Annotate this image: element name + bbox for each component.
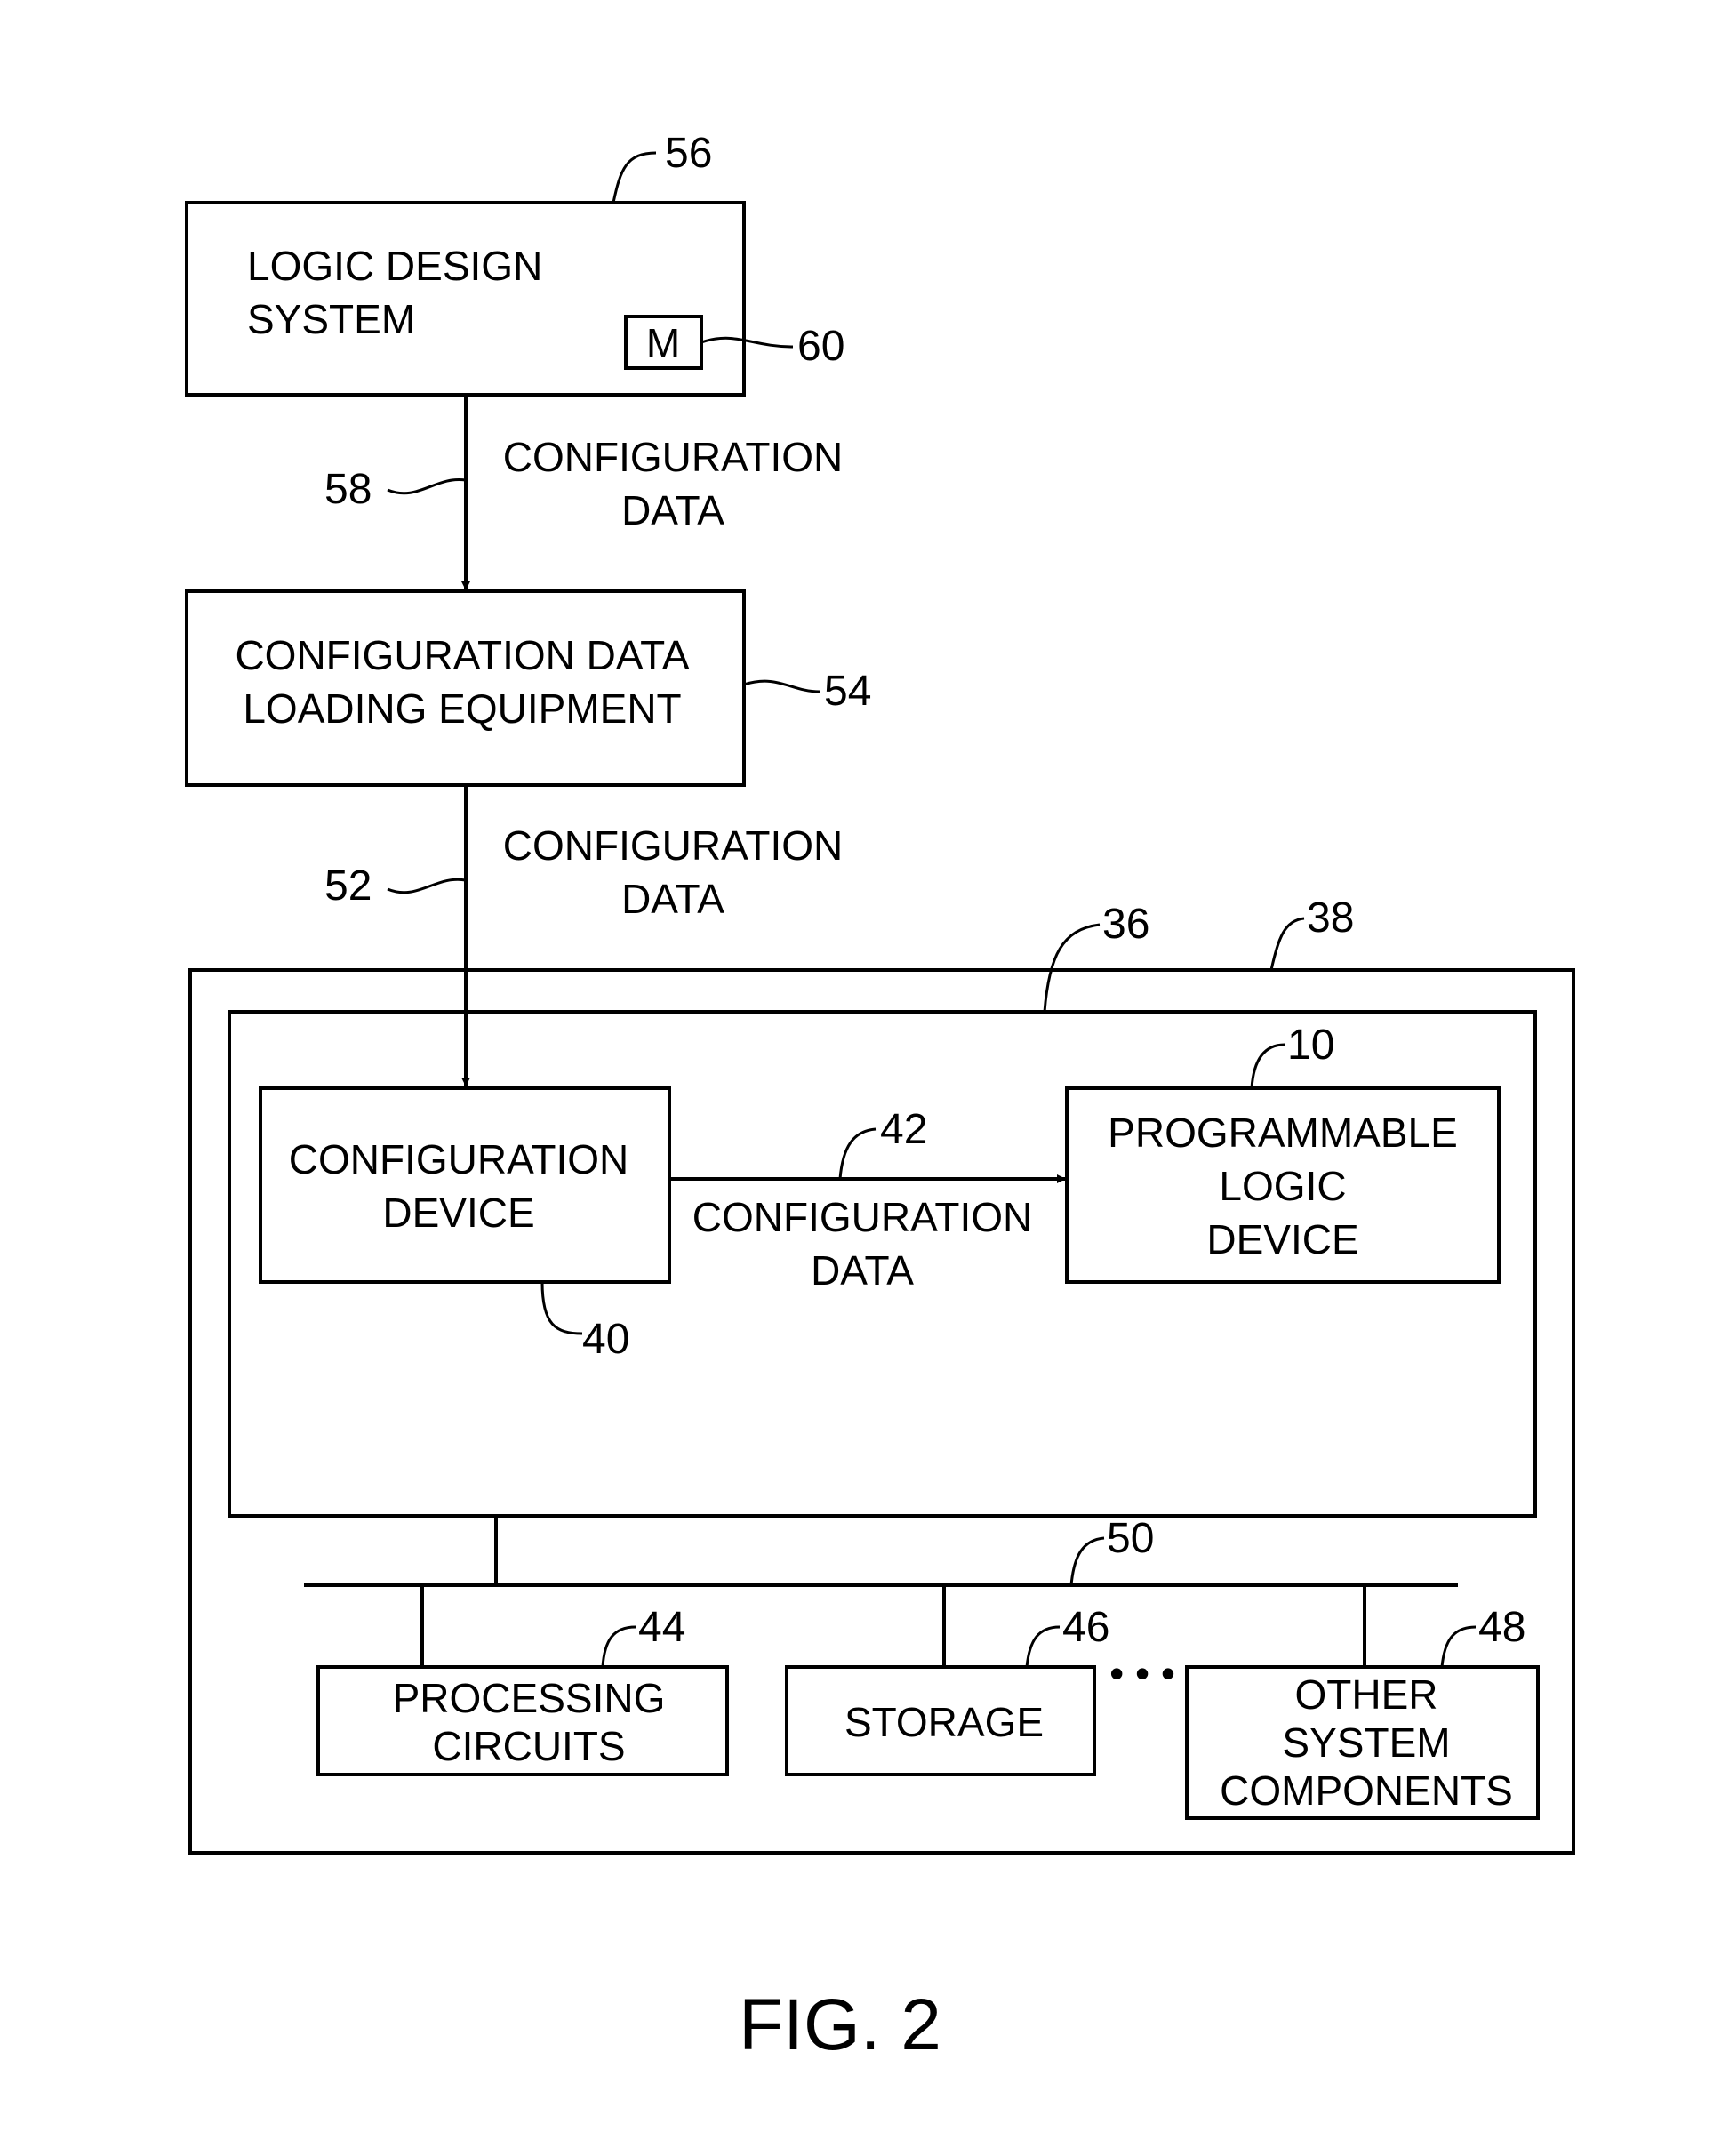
arrow-58-label-line2: DATA: [621, 487, 724, 533]
leader-line-48: [1442, 1627, 1476, 1667]
arrow-52-label-line2: DATA: [621, 876, 724, 922]
logic-design-system-label-line2: SYSTEM: [247, 296, 415, 342]
processing-circuits-label-line1: PROCESSING: [393, 1675, 666, 1721]
memory-label: M: [646, 320, 680, 366]
leader-line-38: [1271, 918, 1304, 970]
configuration-device-label-line2: DEVICE: [382, 1190, 534, 1236]
programmable-logic-device-box: PROGRAMMABLE LOGIC DEVICE: [1067, 1088, 1499, 1282]
loading-equipment-label-line1: CONFIGURATION DATA: [235, 632, 689, 678]
ref-number-40: 40: [582, 1316, 629, 1363]
leader-line-10: [1252, 1045, 1285, 1088]
leader-line-46: [1027, 1627, 1060, 1667]
other-system-components-box: OTHER SYSTEM COMPONENTS: [1187, 1667, 1538, 1818]
logic-design-system-label-line1: LOGIC DESIGN: [247, 243, 542, 289]
other-components-label-line1: OTHER: [1295, 1671, 1438, 1718]
leader-line-44: [603, 1627, 636, 1667]
pld-label-line2: LOGIC: [1219, 1163, 1346, 1209]
memory-box: M: [626, 317, 701, 368]
pld-label-line1: PROGRAMMABLE: [1108, 1110, 1458, 1156]
ref-number-52: 52: [324, 862, 372, 910]
ellipsis: • • •: [1109, 1650, 1175, 1696]
ref-number-58: 58: [324, 466, 372, 513]
ref-number-42: 42: [880, 1106, 927, 1153]
processing-circuits-box: PROCESSING CIRCUITS: [318, 1667, 727, 1775]
ref-number-56: 56: [665, 130, 712, 177]
leader-line-54: [744, 681, 820, 692]
figure-caption: FIG. 2: [739, 1984, 941, 2065]
leader-line-60: [701, 338, 793, 347]
arrow-42-label-line2: DATA: [811, 1247, 914, 1294]
leader-line-52: [388, 879, 466, 893]
configuration-device-box: CONFIGURATION DEVICE: [260, 1088, 669, 1282]
leader-line-56: [613, 153, 656, 203]
storage-label: STORAGE: [844, 1699, 1044, 1745]
other-components-label-line2: SYSTEM: [1282, 1719, 1450, 1766]
arrow-42-label-line1: CONFIGURATION: [692, 1194, 1032, 1240]
ref-number-10: 10: [1287, 1022, 1334, 1069]
leader-line-58: [388, 479, 466, 493]
loading-equipment-box: CONFIGURATION DATA LOADING EQUIPMENT: [187, 591, 744, 785]
loading-equipment-label-line2: LOADING EQUIPMENT: [243, 685, 681, 732]
ref-number-36: 36: [1102, 901, 1149, 948]
leader-line-42: [840, 1129, 876, 1179]
leader-line-40: [542, 1282, 582, 1334]
leader-line-50: [1071, 1538, 1104, 1585]
ref-number-60: 60: [797, 323, 844, 370]
arrow-58-label-line1: CONFIGURATION: [503, 434, 843, 480]
ref-number-38: 38: [1307, 894, 1354, 942]
ref-number-48: 48: [1478, 1604, 1525, 1651]
ref-number-50: 50: [1107, 1515, 1154, 1562]
arrow-52-label-line1: CONFIGURATION: [503, 822, 843, 869]
ref-number-46: 46: [1062, 1604, 1109, 1651]
configuration-device-label-line1: CONFIGURATION: [289, 1136, 628, 1182]
ref-number-44: 44: [638, 1604, 685, 1651]
processing-circuits-label-line2: CIRCUITS: [432, 1723, 625, 1769]
other-components-label-line3: COMPONENTS: [1220, 1767, 1513, 1814]
ref-number-54: 54: [824, 668, 871, 715]
pld-label-line3: DEVICE: [1206, 1216, 1358, 1262]
storage-box: STORAGE: [787, 1667, 1094, 1775]
